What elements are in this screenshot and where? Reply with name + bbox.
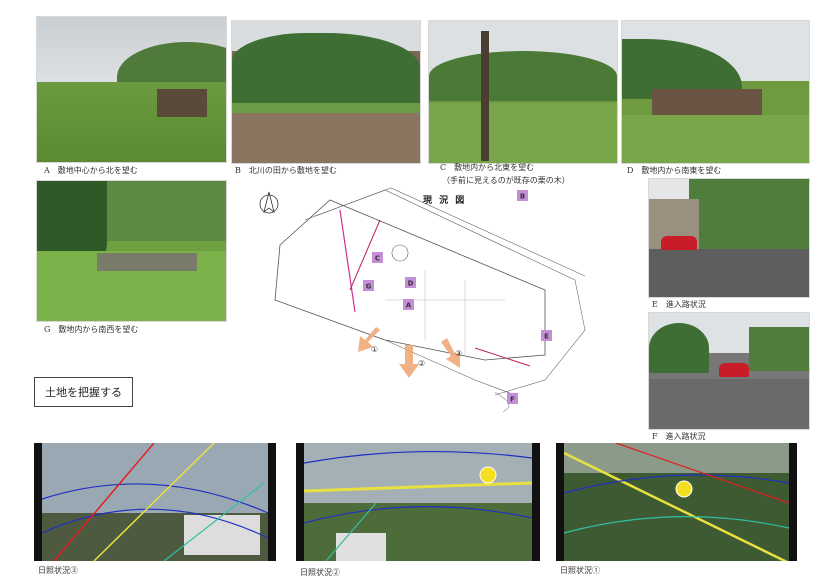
site-plan-drawing: ① ② ③ A B C D E F G <box>259 187 586 413</box>
photo-g-caption: G 敷地内から南西を望む <box>44 325 139 334</box>
photo-a <box>36 16 227 163</box>
svg-text:A: A <box>406 302 412 310</box>
arrow-2-label: ② <box>418 359 425 368</box>
photo-b <box>231 20 421 164</box>
svg-text:F: F <box>510 396 515 404</box>
svg-text:D: D <box>408 280 414 288</box>
photo-e-caption: E 進入路状況 <box>652 300 706 309</box>
svg-text:G: G <box>366 283 372 291</box>
photo-f-caption: F 進入路状況 <box>652 432 706 441</box>
sunlight-1-caption: 日照状況① <box>560 566 600 575</box>
north-arrow-icon <box>259 191 279 214</box>
plan-marker-d: D <box>405 277 416 288</box>
plan-marker-c: C <box>372 252 383 263</box>
viewpoint-arrow-2: ② <box>399 345 425 378</box>
plan-marker-b: B <box>517 190 528 201</box>
svg-text:B: B <box>520 193 525 201</box>
callout-box: 土地を把握する <box>34 377 133 407</box>
photo-a-caption: A 敷地中心から北を望む <box>44 166 138 175</box>
photo-e <box>648 178 810 298</box>
photo-g <box>36 180 227 322</box>
photo-d <box>621 20 810 164</box>
photo-d-caption: D 敷地内から南東を望む <box>627 166 722 175</box>
arrow-1-label: ① <box>371 345 378 354</box>
svg-text:C: C <box>375 255 380 263</box>
sunlight-image-1 <box>556 443 797 561</box>
plan-marker-g: G <box>363 280 374 291</box>
sunlight-2-caption: 日照状況② <box>300 568 340 577</box>
sunlight-image-2 <box>296 443 540 561</box>
photo-f <box>648 312 810 430</box>
viewpoint-arrow-3: ③ <box>441 338 462 368</box>
viewpoint-arrow-1: ① <box>358 327 380 354</box>
plan-marker-e: E <box>541 330 552 341</box>
photo-c-caption-sub: （手前に見えるのが既存の栗の木） <box>442 176 570 185</box>
plan-title: 現 況 図 <box>423 196 467 206</box>
photo-b-caption: B 北川の田から敷地を望む <box>235 166 337 175</box>
plan-marker-f: F <box>507 393 518 404</box>
svg-text:E: E <box>544 333 549 341</box>
arrow-3-label: ③ <box>455 349 462 358</box>
sunlight-3-caption: 日照状況③ <box>38 566 78 575</box>
photo-c-caption: C 敷地内から北東を望む <box>440 163 535 172</box>
plan-marker-a: A <box>403 299 414 310</box>
photo-c <box>428 20 618 164</box>
sunlight-image-3 <box>34 443 276 561</box>
site-plan: ① ② ③ A B C D E F G 現 況 図 <box>245 180 640 442</box>
